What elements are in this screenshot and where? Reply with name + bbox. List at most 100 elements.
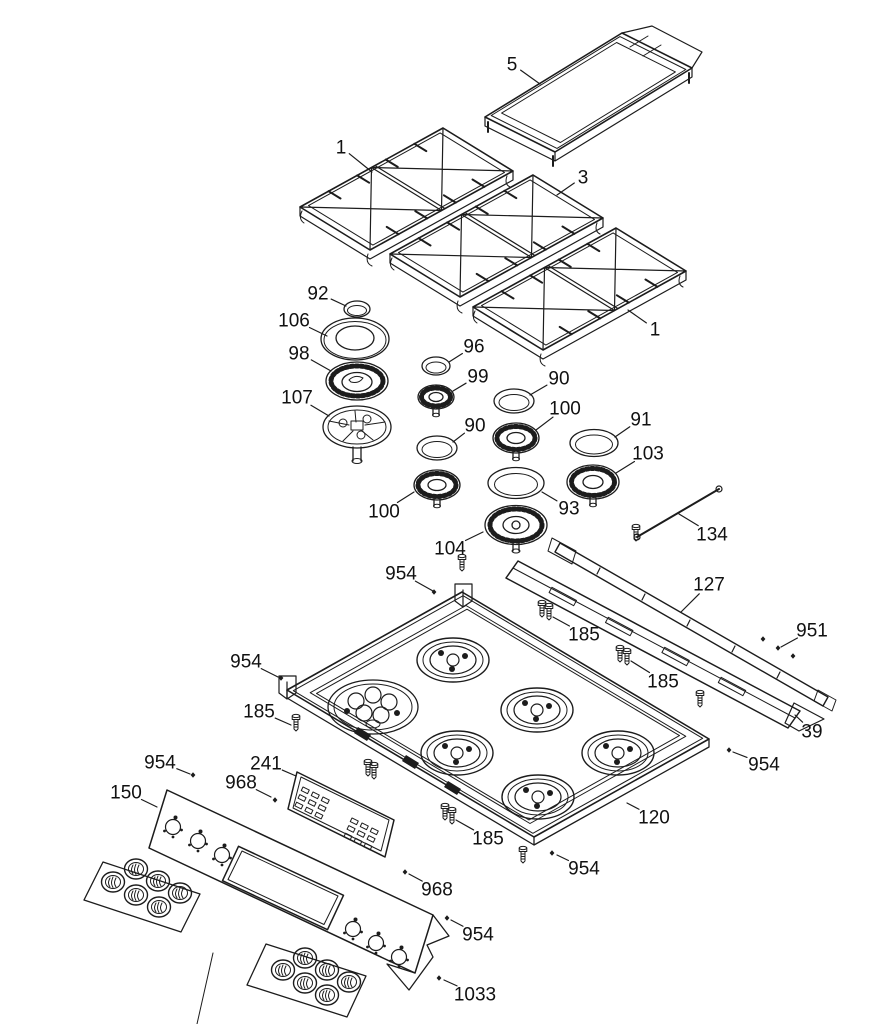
- part-callout-100: 100: [368, 502, 400, 523]
- callout-leader-3: [556, 182, 575, 196]
- part-callout-107: 107: [281, 388, 313, 409]
- part-callout-1033: 1033: [454, 985, 496, 1006]
- part-callout-103: 103: [632, 444, 664, 465]
- callout-leader-185: [274, 717, 292, 726]
- part-callout-5: 5: [507, 55, 518, 76]
- burner-opening: [500, 687, 574, 733]
- callout-leader-954: [414, 580, 434, 592]
- callout-leader-104: [464, 531, 484, 542]
- burner-opening: [420, 730, 494, 776]
- grate-right: [472, 227, 687, 367]
- callout-leader-120: [626, 802, 640, 810]
- callout-leader-134: [678, 513, 699, 527]
- callout-leader-91: [614, 426, 631, 438]
- burner-cap-92: [343, 300, 371, 318]
- part-callout-91: 91: [630, 410, 651, 431]
- callout-leader-98: [310, 359, 332, 372]
- burner-cap-90a: [493, 388, 535, 414]
- burner-head-103: [566, 464, 620, 508]
- burner-opening: [501, 774, 575, 820]
- callout-leader-99: [452, 382, 467, 392]
- callout-leader-93: [541, 491, 558, 502]
- burner-head-100b: [413, 469, 461, 509]
- burner-head-99: [417, 384, 455, 418]
- part-callout-96: 96: [463, 337, 484, 358]
- part-callout-100: 100: [549, 399, 581, 420]
- part-callout-954: 954: [462, 925, 494, 946]
- callout-leader-954: [260, 668, 279, 678]
- part-callout-185: 185: [647, 672, 679, 693]
- callout-leader-1033: [443, 979, 458, 987]
- callout-leader-968: [255, 789, 272, 798]
- callout-leader-241: [281, 769, 297, 777]
- callout-leader-39: [794, 714, 804, 723]
- callout-leader-968: [408, 873, 423, 882]
- screw-dots: [189, 588, 797, 982]
- control-panel: [83, 789, 450, 1024]
- callout-leader-127: [680, 593, 700, 613]
- callout-leader-954: [732, 751, 748, 759]
- part-callout-185: 185: [472, 829, 504, 850]
- part-callout-127: 127: [693, 575, 725, 596]
- burner-selector-icon: [162, 814, 410, 970]
- part-callout-39: 39: [801, 722, 822, 743]
- part-callout-90: 90: [548, 369, 569, 390]
- callout-leader-96: [448, 352, 463, 363]
- callout-leader-92: [330, 298, 347, 307]
- burner-opening: [581, 730, 655, 776]
- callout-leader-103: [615, 460, 636, 474]
- callout-leader-90: [529, 384, 548, 396]
- burner-ring-106: [320, 317, 390, 361]
- burner-cap-93: [487, 466, 545, 500]
- part-callout-951: 951: [796, 621, 828, 642]
- callout-leader-100: [535, 416, 554, 431]
- center-burner-opening: [327, 679, 419, 735]
- part-callout-120: 120: [638, 808, 670, 829]
- callout-leader-954: [450, 919, 464, 927]
- part-callout-954: 954: [385, 564, 417, 585]
- griddle: [484, 25, 703, 167]
- burner-cap-90b: [416, 435, 458, 461]
- part-callout-104: 104: [434, 539, 466, 560]
- part-callout-1: 1: [336, 138, 347, 159]
- callout-leader-185: [455, 819, 475, 831]
- rear-rail: [547, 537, 837, 712]
- part-callout-98: 98: [288, 344, 309, 365]
- part-callout-968: 968: [421, 880, 453, 901]
- part-callout-185: 185: [243, 702, 275, 723]
- burner-cap-96: [421, 356, 451, 376]
- part-callout-134: 134: [696, 525, 728, 546]
- control-board: [287, 771, 395, 858]
- callout-leader-106: [308, 326, 328, 337]
- part-callout-954: 954: [144, 753, 176, 774]
- callout-leader-185: [630, 660, 651, 674]
- part-callout-3: 3: [578, 168, 589, 189]
- part-callout-954: 954: [230, 652, 262, 673]
- part-callout-954: 954: [568, 859, 600, 880]
- callout-leader-90: [452, 432, 466, 443]
- grate-center: [389, 174, 604, 314]
- callout-leader-954: [556, 854, 570, 862]
- burner-head-100a: [492, 422, 540, 462]
- part-callout-90: 90: [464, 416, 485, 437]
- burner-opening: [416, 637, 490, 683]
- part-callout-150: 150: [110, 783, 142, 804]
- burner-base-107: [322, 405, 392, 464]
- burner-ring-98: [325, 361, 389, 401]
- callout-leader-185: [552, 616, 571, 627]
- part-callout-185: 185: [568, 625, 600, 646]
- part-callout-92: 92: [307, 284, 328, 305]
- callout-leader-954: [176, 768, 191, 775]
- part-callout-99: 99: [467, 367, 488, 388]
- callout-leader-1: [348, 153, 373, 173]
- cooktop-main-panel: [278, 583, 710, 846]
- callout-leader-107: [310, 404, 330, 417]
- callout-leader-5: [520, 69, 541, 85]
- part-callout-968: 968: [225, 773, 257, 794]
- burner-head-104: [484, 504, 548, 554]
- callout-leader-100: [396, 491, 415, 504]
- callout-leader-1: [627, 309, 647, 324]
